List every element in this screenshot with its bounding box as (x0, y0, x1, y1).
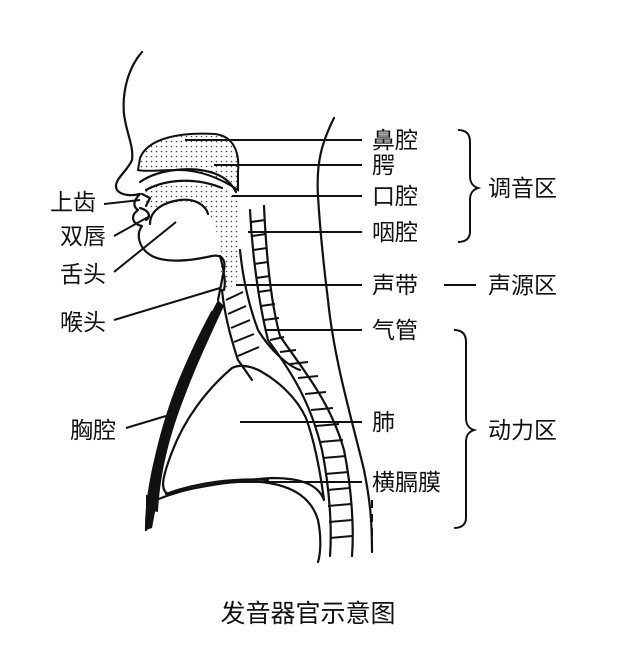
label-lips: 双唇 (60, 224, 106, 250)
zone-power: 动力区 (488, 418, 557, 444)
epiglottis (218, 254, 226, 292)
power-bracket (453, 329, 478, 529)
palate-underside (144, 179, 224, 192)
chest-bottom (146, 495, 158, 530)
diaphragm (154, 480, 322, 564)
chest-wall (148, 300, 224, 512)
articulation-bracket (457, 129, 482, 243)
label-lungs: 肺 (372, 410, 395, 436)
diaphragm-inner (164, 478, 270, 496)
trachea-rings (225, 291, 260, 357)
leader-lines (103, 139, 476, 483)
zone-sound-source: 声源区 (488, 273, 557, 299)
label-pharynx: 咽腔 (372, 220, 418, 246)
label-vocal-cords: 声带 (372, 273, 418, 299)
vertebrae (250, 219, 353, 539)
label-chest-cavity: 胸腔 (70, 418, 116, 444)
palate-arch (138, 168, 238, 194)
trachea-front-wall (220, 288, 254, 382)
trachea-back-wall (238, 248, 302, 372)
pharynx-region (142, 180, 240, 290)
label-nasal-cavity: 鼻腔 (372, 128, 418, 154)
label-palate: 腭 (372, 153, 395, 179)
spine-back (262, 204, 354, 558)
diagram-caption: 发音器官示意图 (220, 599, 395, 628)
back-of-head-neck (316, 116, 374, 554)
label-upper-teeth: 上齿 (50, 190, 96, 216)
label-diaphragm: 横膈膜 (372, 470, 441, 496)
nasal-cavity-region (136, 132, 240, 192)
lung-outline (162, 364, 326, 502)
lips-outline (138, 206, 150, 222)
label-larynx: 喉头 (60, 310, 106, 336)
zone-articulation: 调音区 (488, 176, 557, 202)
label-trachea: 气管 (372, 318, 418, 344)
label-oral-cavity: 口腔 (372, 184, 418, 210)
label-tongue: 舌头 (60, 262, 106, 288)
upper-teeth (140, 192, 152, 208)
face-profile (114, 50, 226, 302)
tongue-outline (148, 198, 210, 226)
